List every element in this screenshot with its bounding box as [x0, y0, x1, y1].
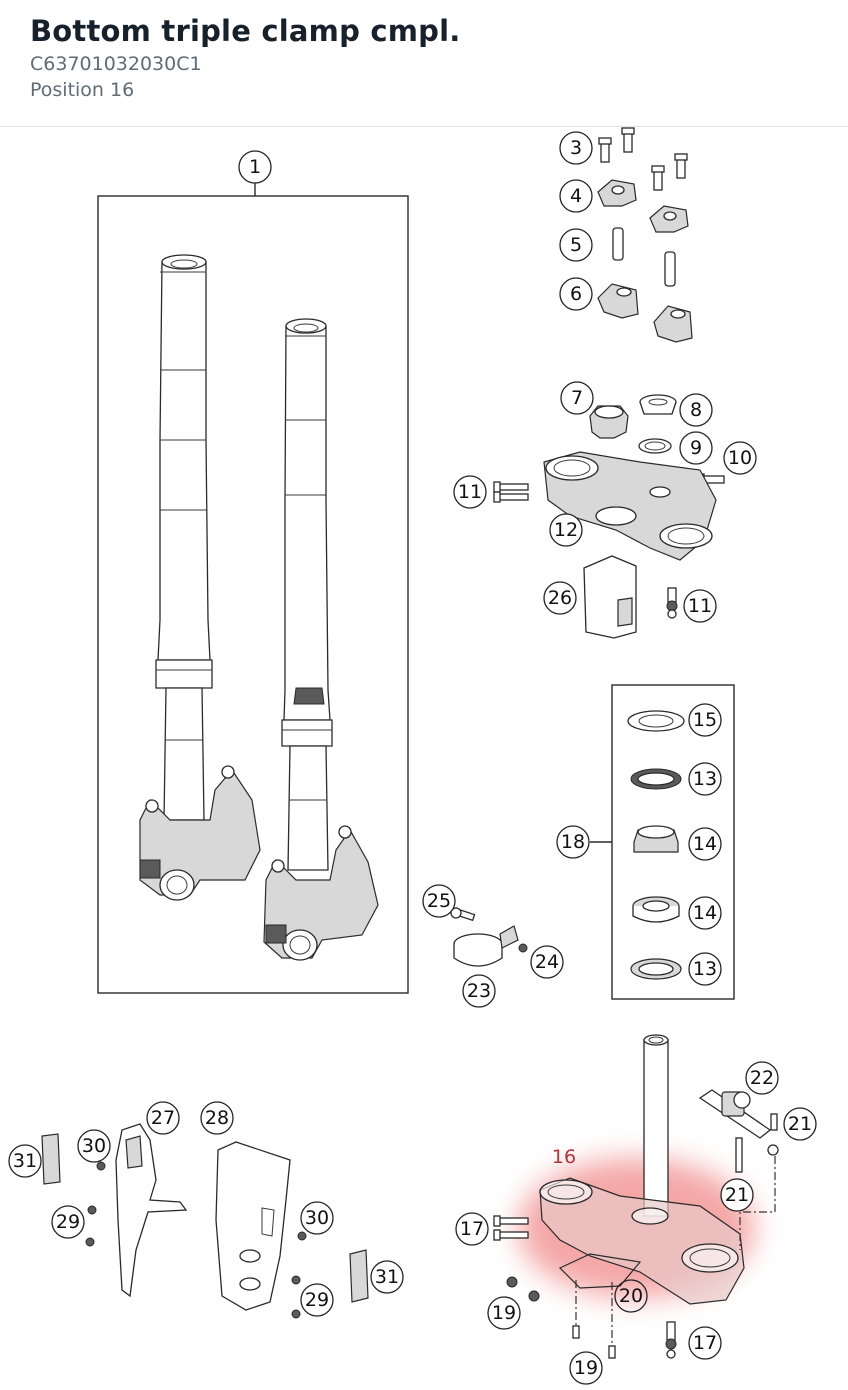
svg-text:7: 7	[571, 387, 583, 409]
callout-13-a[interactable]: 13	[688, 762, 722, 796]
svg-text:26: 26	[548, 587, 572, 609]
callout-4[interactable]: 4	[559, 179, 593, 213]
svg-text:21: 21	[788, 1113, 812, 1135]
left-fork-leg	[139, 254, 261, 901]
callout-6[interactable]: 6	[559, 277, 593, 311]
callout-27[interactable]: 27	[146, 1101, 180, 1135]
svg-text:11: 11	[458, 481, 482, 503]
svg-text:27: 27	[151, 1107, 175, 1129]
svg-text:5: 5	[570, 234, 582, 256]
callout-24[interactable]: 24	[530, 945, 564, 979]
position-label: Position 16	[30, 79, 135, 101]
callout-23[interactable]: 23	[462, 974, 496, 1008]
svg-text:14: 14	[693, 833, 717, 855]
callout-7[interactable]: 7	[560, 381, 594, 415]
callout-21-b[interactable]: 21	[720, 1178, 754, 1212]
svg-text:16: 16	[552, 1146, 576, 1168]
callout-30-b[interactable]: 30	[300, 1201, 334, 1235]
right-fork-leg	[263, 318, 379, 961]
svg-text:8: 8	[690, 399, 702, 421]
svg-text:4: 4	[570, 185, 582, 207]
svg-text:23: 23	[467, 980, 491, 1002]
callout-18[interactable]: 18	[556, 825, 590, 859]
callout-8[interactable]: 8	[679, 393, 713, 427]
callout-17-a[interactable]: 17	[455, 1212, 489, 1246]
svg-text:13: 13	[693, 958, 717, 980]
svg-text:10: 10	[728, 447, 752, 469]
svg-text:29: 29	[305, 1289, 329, 1311]
svg-text:30: 30	[82, 1135, 106, 1157]
svg-text:12: 12	[554, 519, 578, 541]
callout-11-bottom[interactable]: 11	[683, 589, 717, 623]
callout-30-a[interactable]: 30	[77, 1129, 111, 1163]
callout-1[interactable]: 1	[238, 150, 272, 184]
upper-triple-clamp-group	[493, 394, 725, 639]
callout-31-b[interactable]: 31	[370, 1260, 404, 1294]
svg-text:30: 30	[305, 1207, 329, 1229]
callout-5[interactable]: 5	[559, 228, 593, 262]
callout-19-b[interactable]: 19	[569, 1351, 603, 1385]
svg-text:22: 22	[750, 1067, 774, 1089]
callout-16-highlighted[interactable]: 16	[548, 1141, 580, 1173]
svg-text:11: 11	[688, 595, 712, 617]
svg-text:14: 14	[693, 902, 717, 924]
page-title: Bottom triple clamp cmpl.	[30, 14, 461, 48]
callout-22[interactable]: 22	[745, 1061, 779, 1095]
callout-21-a[interactable]: 21	[783, 1107, 817, 1141]
callout-13-b[interactable]: 13	[688, 952, 722, 986]
bottom-triple-clamp-highlighted	[493, 1034, 754, 1359]
svg-text:31: 31	[375, 1266, 399, 1288]
svg-text:19: 19	[492, 1302, 516, 1324]
callout-11-top[interactable]: 11	[453, 475, 487, 509]
svg-text:24: 24	[535, 951, 559, 973]
steering-bearing-set	[590, 684, 735, 1000]
callout-28[interactable]: 28	[200, 1101, 234, 1135]
handlebar-clamp-hardware	[597, 127, 693, 343]
svg-text:15: 15	[693, 709, 717, 731]
svg-text:9: 9	[690, 437, 702, 459]
callout-14-a[interactable]: 14	[688, 827, 722, 861]
svg-text:6: 6	[570, 283, 582, 305]
callout-12[interactable]: 12	[549, 513, 583, 547]
svg-text:1: 1	[249, 156, 261, 178]
svg-text:13: 13	[693, 768, 717, 790]
callout-31-a[interactable]: 31	[8, 1144, 42, 1178]
callout-15[interactable]: 15	[688, 703, 722, 737]
svg-text:25: 25	[427, 890, 451, 912]
callout-3[interactable]: 3	[559, 131, 593, 165]
fork-guards	[41, 1123, 369, 1319]
svg-text:20: 20	[619, 1285, 643, 1307]
callout-17-b[interactable]: 17	[688, 1326, 722, 1360]
callout-14-b[interactable]: 14	[688, 896, 722, 930]
callout-29-b[interactable]: 29	[300, 1283, 334, 1317]
callout-9[interactable]: 9	[679, 431, 713, 465]
svg-text:18: 18	[561, 831, 585, 853]
callout-19-a[interactable]: 19	[487, 1296, 521, 1330]
callout-26[interactable]: 26	[543, 581, 577, 615]
damper-clamp-group	[450, 907, 528, 967]
part-number: C63701032030C1	[30, 53, 202, 75]
svg-text:19: 19	[574, 1357, 598, 1379]
callout-29-a[interactable]: 29	[51, 1205, 85, 1239]
callout-25[interactable]: 25	[422, 884, 456, 918]
svg-text:31: 31	[13, 1150, 37, 1172]
svg-text:29: 29	[56, 1211, 80, 1233]
fork-assembly	[97, 183, 409, 994]
callout-10[interactable]: 10	[723, 441, 757, 475]
svg-text:17: 17	[693, 1332, 717, 1354]
svg-text:3: 3	[570, 137, 582, 159]
svg-text:28: 28	[205, 1107, 229, 1129]
callout-20[interactable]: 20	[614, 1279, 648, 1313]
header: Bottom triple clamp cmpl. C63701032030C1…	[0, 0, 848, 127]
svg-text:17: 17	[460, 1218, 484, 1240]
svg-text:21: 21	[725, 1184, 749, 1206]
